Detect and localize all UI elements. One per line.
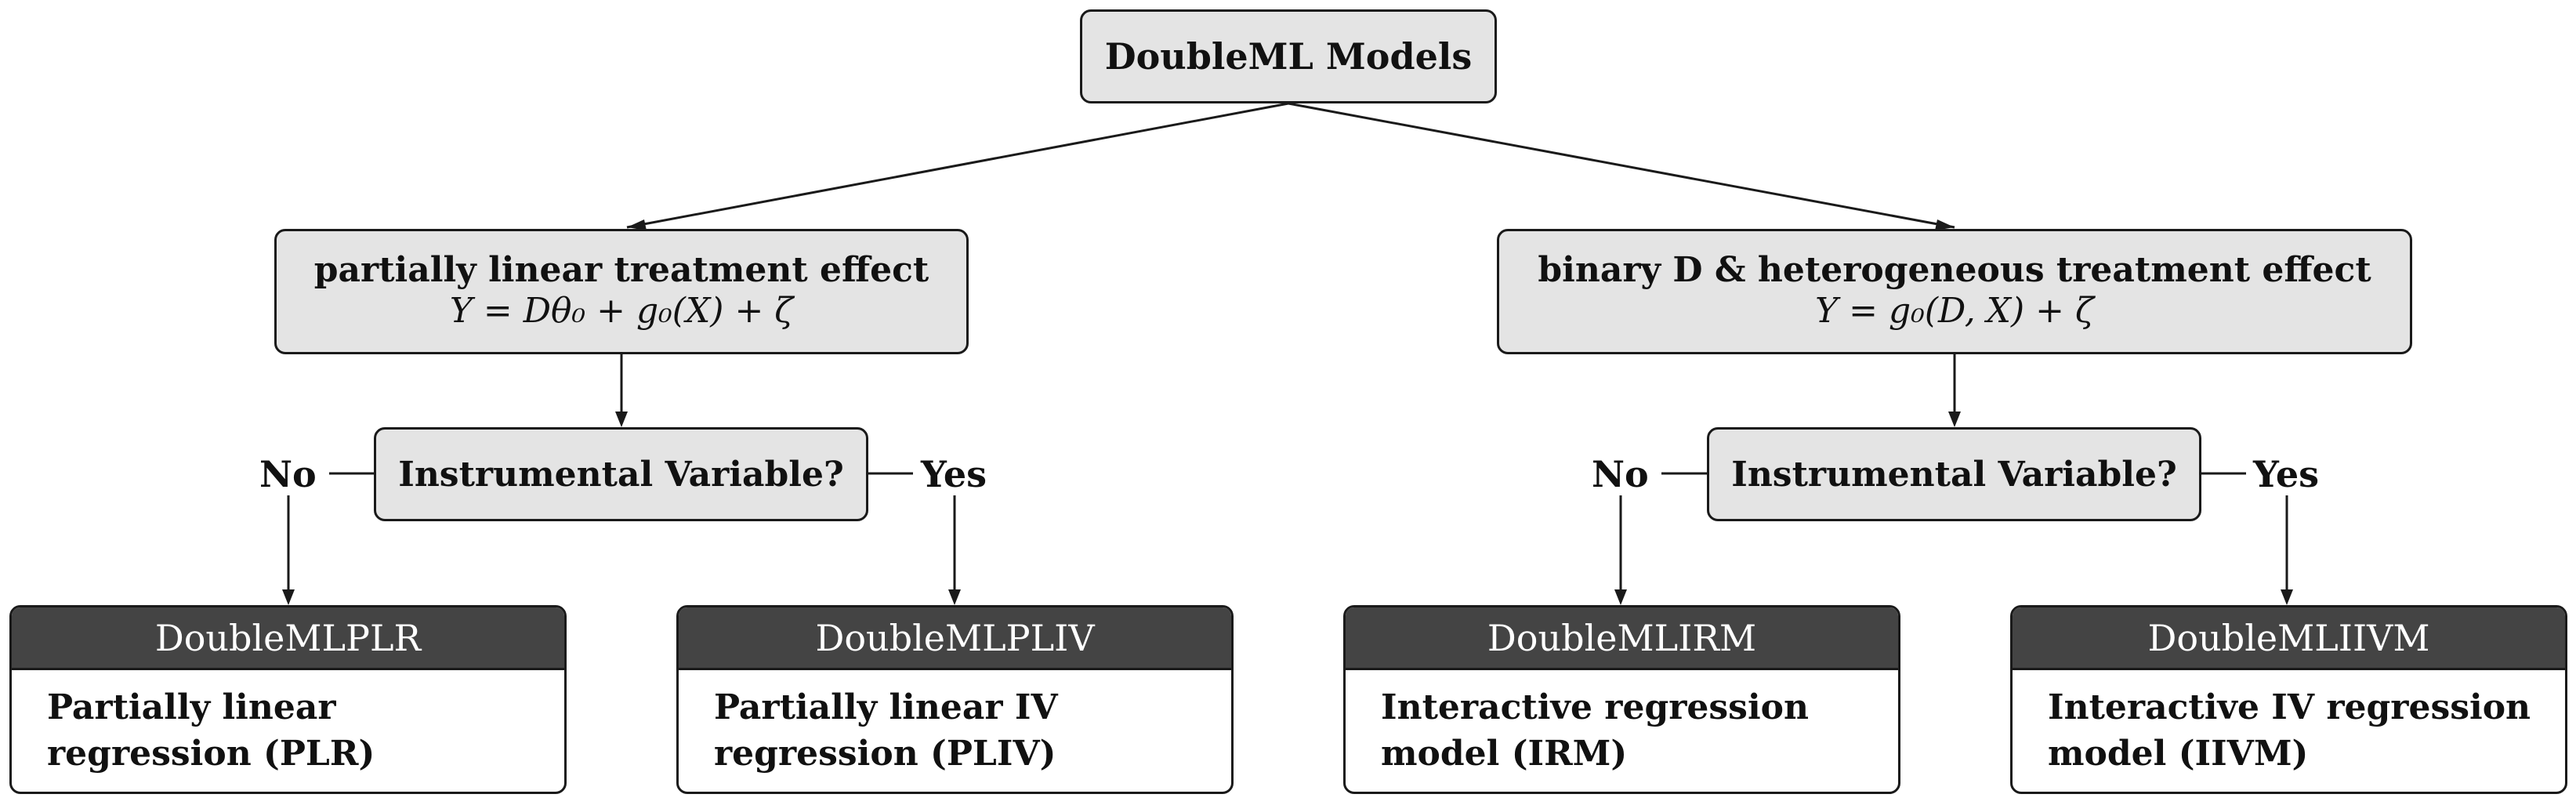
arrowhead-plr — [282, 589, 295, 605]
arrowhead-irm — [1614, 589, 1627, 605]
edge-label-yes-right: Yes — [2248, 456, 2324, 492]
model-body-irm: Interactive regression model (IRM) — [1346, 670, 1898, 792]
model-header-iivm: DoubleMLIIVM — [2013, 607, 2565, 670]
edge-label-no-right: No — [1587, 456, 1654, 492]
edge-root-to-binary — [1288, 102, 1955, 229]
model-card-plr: DoubleMLPLR Partially linear regression … — [9, 605, 567, 794]
branch-node-partially-linear: partially linear treatment effect Y = Dθ… — [274, 229, 969, 354]
model-body-plr: Partially linear regression (PLR) — [12, 670, 564, 792]
arrowhead-partially-linear — [627, 219, 647, 230]
branch-title-binary-heterogeneous: binary D & heterogeneous treatment effec… — [1538, 250, 2371, 291]
model-body-pliv: Partially linear IV regression (PLIV) — [679, 670, 1231, 792]
branch-title-partially-linear: partially linear treatment effect — [313, 250, 929, 291]
model-desc-iivm-line2: model (IIVM) — [2048, 734, 2309, 774]
model-desc-plr-line1: Partially linear — [47, 687, 336, 727]
model-desc-plr-line2: regression (PLR) — [47, 734, 375, 774]
model-header-plr: DoubleMLPLR — [12, 607, 564, 670]
model-desc-pliv-line2: regression (PLIV) — [714, 734, 1056, 774]
decision-label-left: Instrumental Variable? — [398, 454, 844, 495]
root-label: DoubleML Models — [1104, 35, 1473, 78]
model-card-pliv: DoubleMLPLIV Partially linear IV regress… — [676, 605, 1234, 794]
edge-label-yes-left: Yes — [916, 456, 992, 492]
model-desc-iivm-line1: Interactive IV regression — [2048, 687, 2531, 727]
model-header-irm: DoubleMLIRM — [1346, 607, 1898, 670]
arrowhead-right-decision — [1948, 412, 1961, 427]
arrowhead-binary — [1935, 219, 1955, 230]
arrowhead-pliv — [948, 589, 961, 605]
arrowhead-iivm — [2281, 589, 2293, 605]
decision-node-right: Instrumental Variable? — [1707, 427, 2201, 521]
decision-node-left: Instrumental Variable? — [374, 427, 868, 521]
branch-node-binary-heterogeneous: binary D & heterogeneous treatment effec… — [1497, 229, 2412, 354]
model-body-iivm: Interactive IV regression model (IIVM) — [2013, 670, 2565, 792]
edge-root-to-partially-linear — [626, 102, 1289, 229]
model-card-iivm: DoubleMLIIVM Interactive IV regression m… — [2010, 605, 2567, 794]
root-node-doubleml-models: DoubleML Models — [1080, 9, 1497, 103]
branch-equation-binary-heterogeneous: Y = g₀(D, X) + ζ — [1815, 290, 2094, 331]
branch-equation-partially-linear: Y = Dθ₀ + g₀(X) + ζ — [449, 290, 794, 331]
arrowhead-left-decision — [615, 412, 628, 427]
model-header-pliv: DoubleMLPLIV — [679, 607, 1231, 670]
model-desc-irm-line1: Interactive regression — [1381, 687, 1810, 727]
decision-label-right: Instrumental Variable? — [1731, 454, 2177, 495]
model-desc-pliv-line1: Partially linear IV — [714, 687, 1058, 727]
model-desc-irm-line2: model (IRM) — [1381, 734, 1628, 774]
model-card-irm: DoubleMLIRM Interactive regression model… — [1343, 605, 1900, 794]
edge-label-no-left: No — [255, 456, 321, 492]
